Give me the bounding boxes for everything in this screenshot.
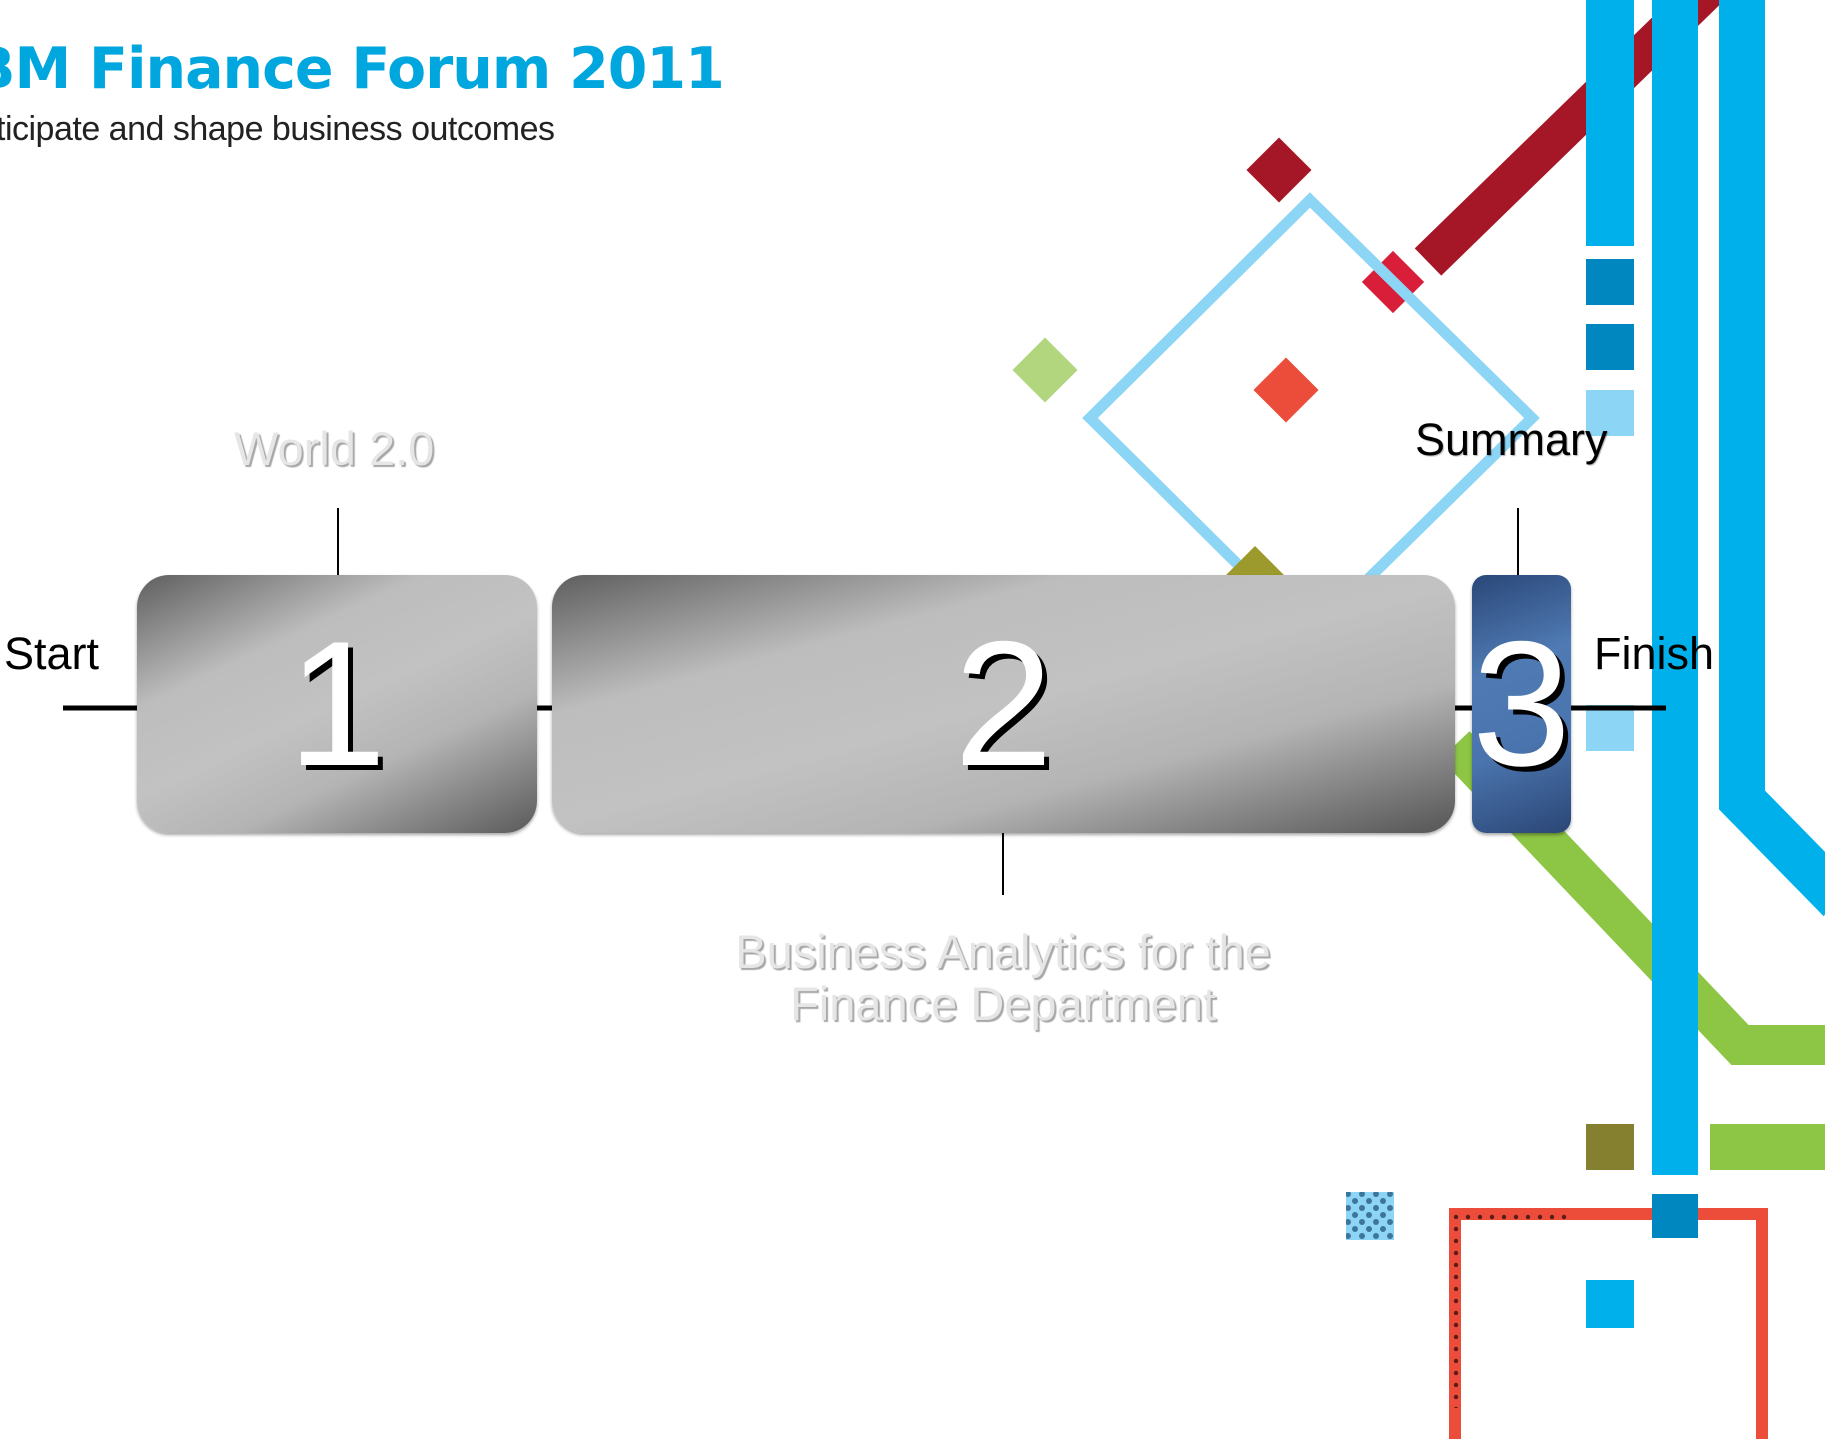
green-bar-right [1710, 1124, 1825, 1170]
dark-red-diamond [1246, 137, 1312, 203]
olive-square [1586, 1124, 1634, 1170]
segment-1-number: 1 [287, 604, 387, 803]
segment-3-label: Summary [1415, 414, 1608, 465]
segment-1-label: World 2.0 [234, 422, 435, 475]
segment-3-number: 3 [1472, 604, 1571, 803]
dark-blue-square-on-frame [1652, 1194, 1698, 1238]
light-blue-square-2 [1586, 705, 1634, 751]
segment-2-label-line1: Business Analytics for the [735, 925, 1271, 978]
segment-2-box[interactable]: 2 [552, 575, 1455, 833]
green-route-line [1440, 731, 1825, 1065]
page-subtitle: ticipate and shape business outcomes [0, 110, 555, 148]
blue-route-line-right [1719, 0, 1825, 917]
start-label: Start [4, 628, 100, 679]
blue-vertical-line-center [1652, 0, 1698, 1175]
finish-label: Finish [1594, 628, 1715, 679]
blue-square-1 [1586, 259, 1634, 305]
segment-2-label-line2: Finance Department [790, 977, 1216, 1030]
segment-2-number: 2 [954, 604, 1053, 803]
segment-3-box[interactable]: 3 [1472, 575, 1571, 833]
light-blue-square-1 [1586, 390, 1634, 436]
blue-square-2 [1586, 324, 1634, 370]
blue-vertical-line-left [1586, 0, 1634, 246]
light-green-diamond [1012, 337, 1078, 403]
segment-1-box[interactable]: 1 [137, 575, 537, 833]
orange-red-diamond [1253, 357, 1319, 423]
segment-2-label: Business Analytics for the Finance Depar… [703, 926, 1303, 1030]
blue-square-bottom [1586, 1280, 1634, 1328]
page-title: BM Finance Forum 2011 [0, 36, 725, 102]
